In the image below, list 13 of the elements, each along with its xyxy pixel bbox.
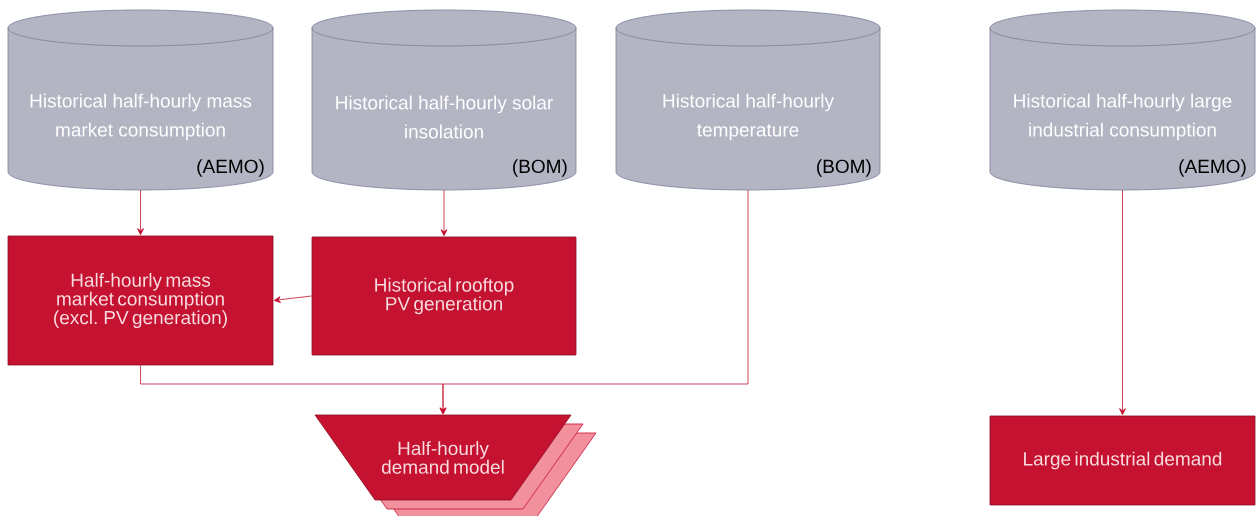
arrow [273, 295, 312, 304]
arrow [137, 189, 144, 236]
source-label: (BOM) [513, 159, 567, 177]
source-label: (AEMO) [1179, 159, 1246, 177]
source-label: (AEMO) [197, 159, 264, 177]
arrow [440, 189, 448, 237]
process-box: Large industrial demand [989, 415, 1256, 506]
process-box: Half-hourly mass market consumption (excl. PV generation) [7, 235, 274, 366]
process-box: Historical rooftop PV generation [311, 236, 577, 356]
arrow [1119, 189, 1126, 416]
model-trapezoid: Half-hourly demand model [314, 414, 597, 516]
arrow [439, 189, 749, 415]
source-label: (BOM) [817, 159, 871, 177]
